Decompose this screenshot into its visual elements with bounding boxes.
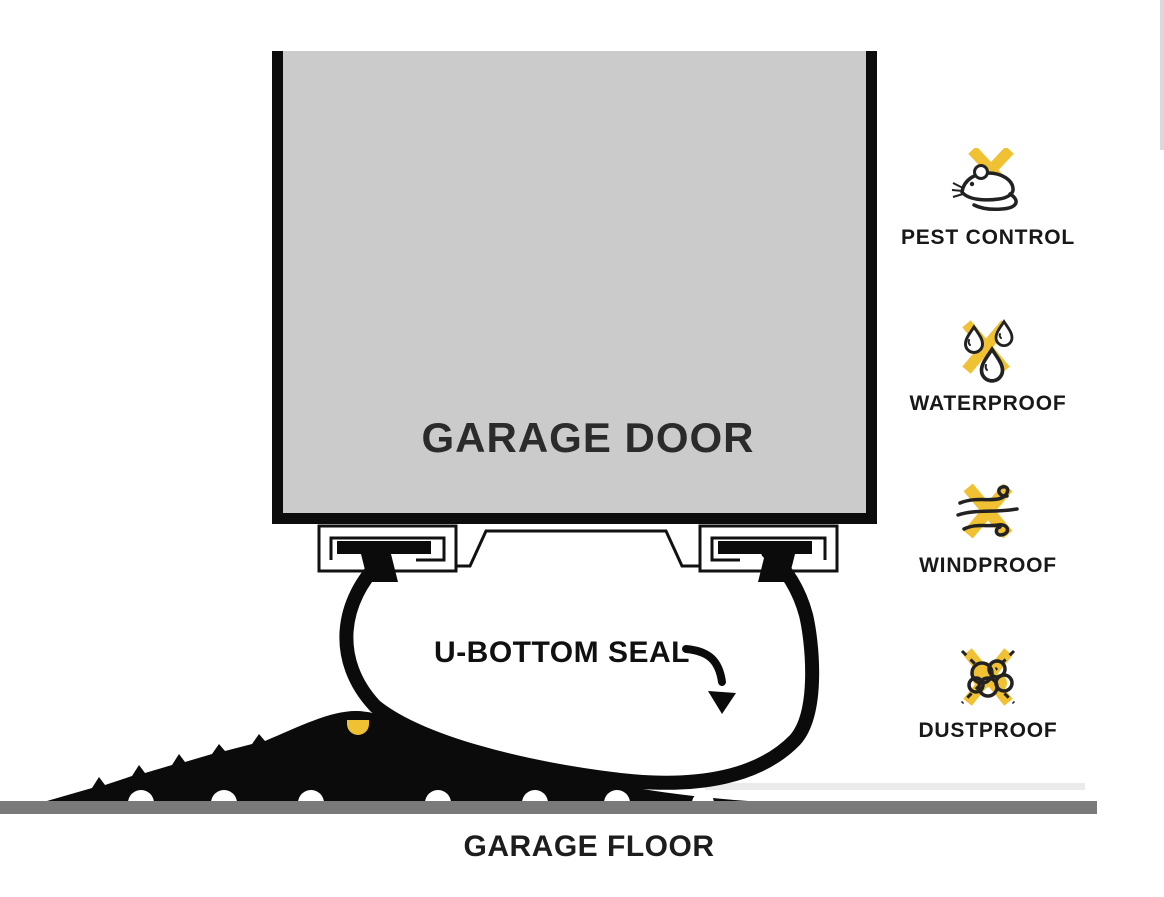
- door-border-right: [866, 51, 877, 524]
- feature-dustproof: DUSTPROOF: [888, 641, 1088, 743]
- seal-contact-dot: [347, 720, 369, 735]
- door-panel-fill: [272, 51, 877, 524]
- dustproof-icon: [960, 648, 1016, 706]
- arrow-shaft: [682, 645, 726, 686]
- garage-floor-bar: [0, 801, 1097, 814]
- arrow-head: [708, 691, 736, 714]
- retainer-left-inner-line: [329, 536, 446, 562]
- u-bottom-seal-label: U-BOTTOM SEAL: [434, 636, 690, 669]
- windproof-icon: [956, 483, 1019, 539]
- door-border-bottom: [272, 513, 877, 524]
- door-border-left: [272, 51, 283, 524]
- seal-bulb-wall: [339, 545, 820, 790]
- retainer-right-inner-line: [710, 536, 827, 562]
- seal-pointer-arrow: [682, 645, 736, 714]
- feature-waterproof: WATERPROOF: [888, 314, 1088, 416]
- feature-label: WATERPROOF: [909, 392, 1067, 415]
- feature-label: WINDPROOF: [919, 554, 1057, 577]
- floor-shadow-smudge: [705, 783, 1085, 790]
- screen-edge-artifact: [1160, 0, 1164, 150]
- feature-pest-control: PEST CONTROL: [888, 148, 1088, 250]
- pest-control-icon: [951, 148, 1018, 211]
- garage-floor-label: GARAGE FLOOR: [463, 830, 715, 863]
- feature-label: PEST CONTROL: [900, 226, 1076, 249]
- waterproof-icon: [962, 319, 1014, 383]
- retainer-center-bridge: [456, 529, 700, 568]
- garage-door-label: GARAGE DOOR: [421, 414, 755, 461]
- garage-door-panel: [272, 51, 877, 524]
- feature-windproof: WINDPROOF: [888, 476, 1088, 578]
- feature-label: DUSTPROOF: [918, 719, 1058, 742]
- u-bottom-seal: [337, 541, 820, 790]
